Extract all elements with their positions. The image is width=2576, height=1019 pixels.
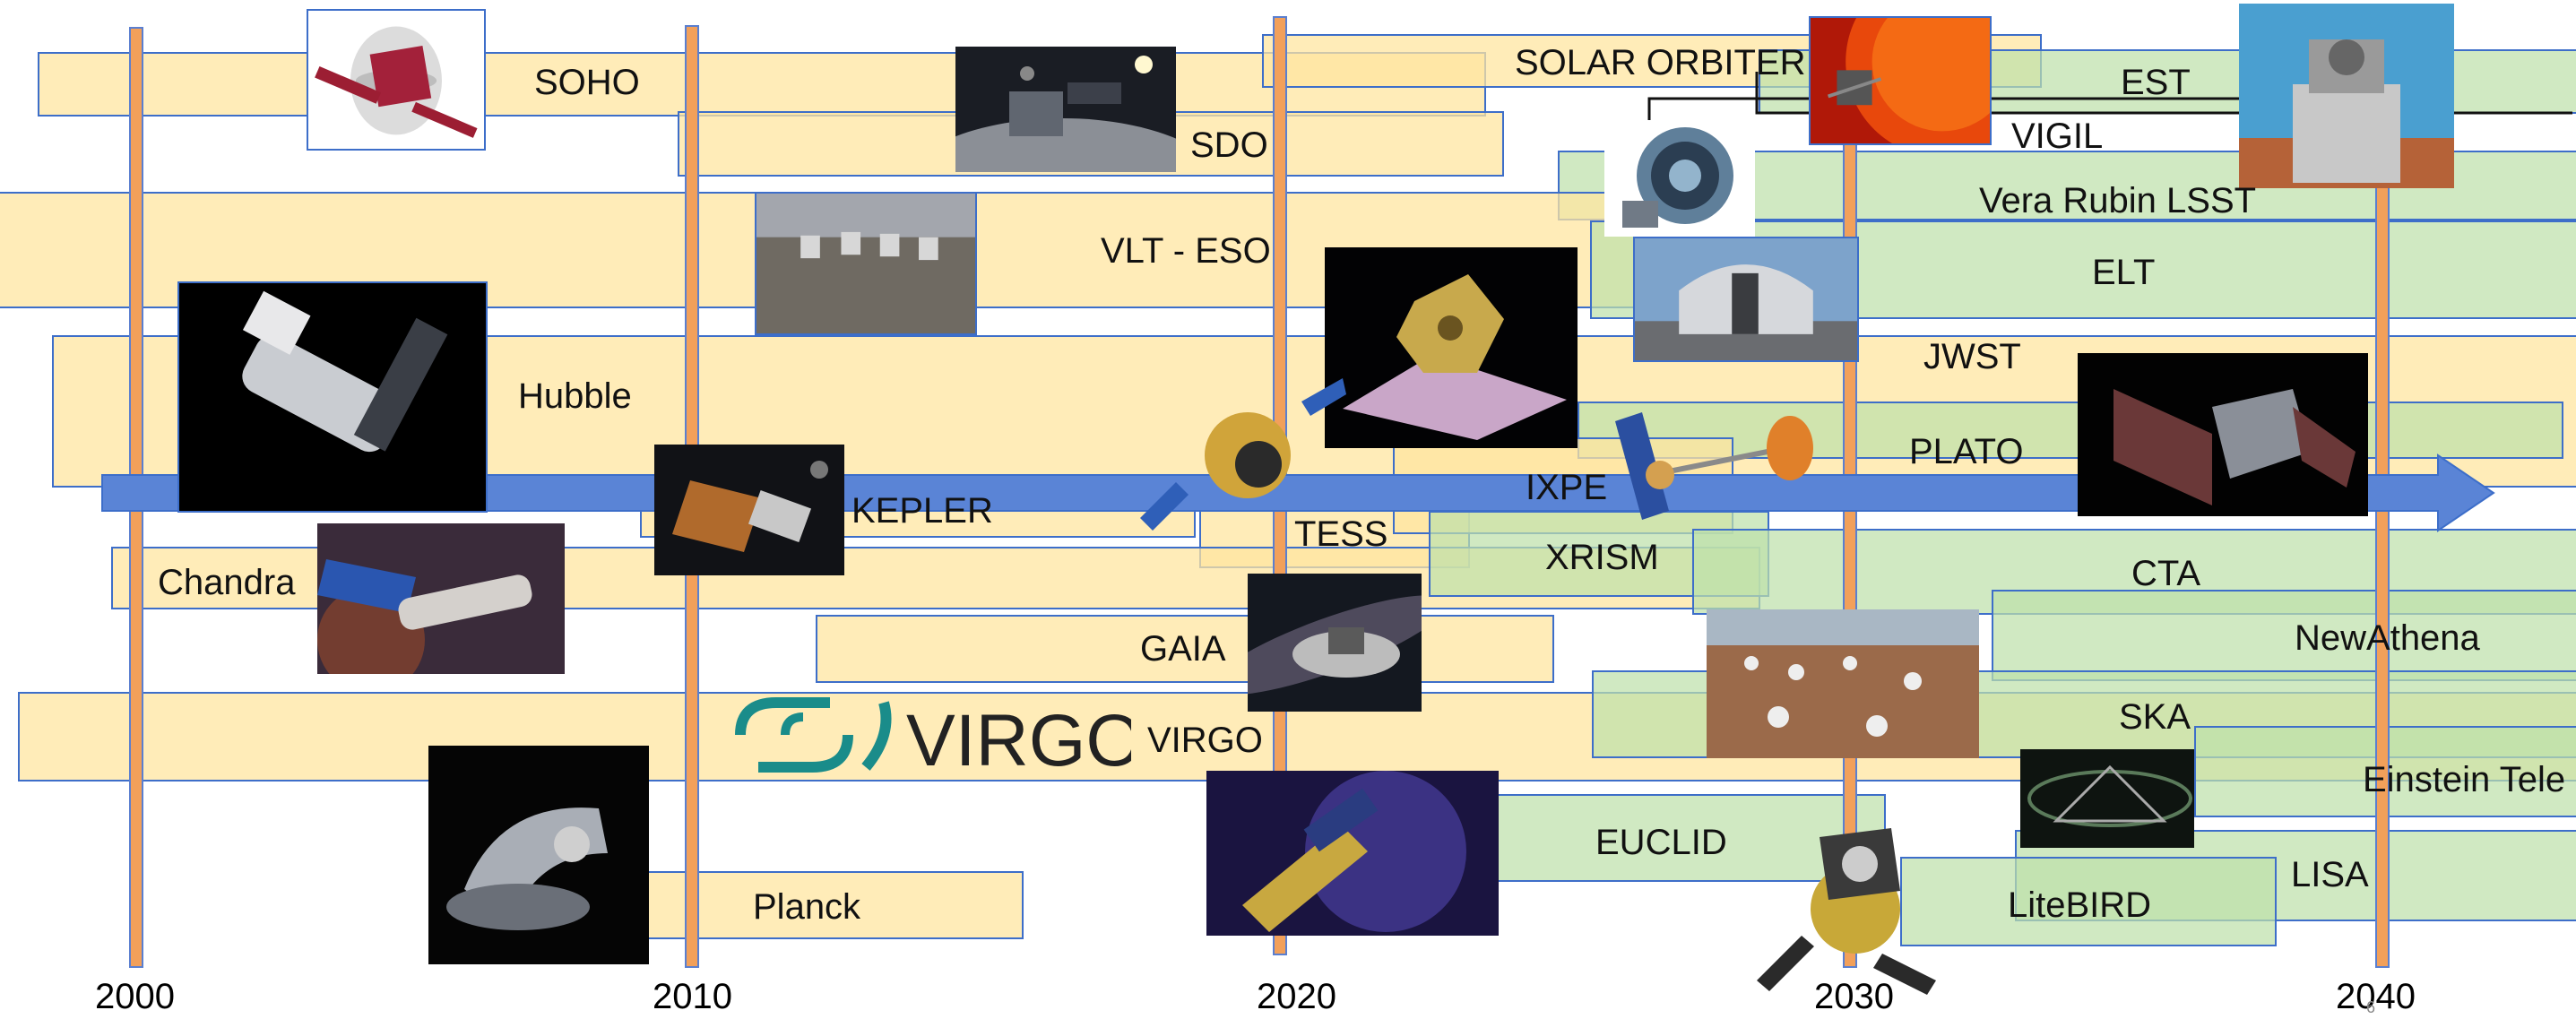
- sdo-image: [955, 47, 1176, 172]
- vera-rubin-image: [1604, 120, 1755, 237]
- euclid-image: [1206, 771, 1499, 936]
- xrism-label: XRISM: [1545, 538, 1659, 577]
- euclid-label: EUCLID: [1595, 823, 1727, 862]
- newathena-bar: [1992, 590, 2576, 681]
- litebird-bar: [1900, 857, 2277, 946]
- plato-image: [2078, 353, 2368, 516]
- virgo-label: VIRGO: [1147, 721, 1263, 760]
- year-label-2030: 2030: [1814, 977, 1894, 1016]
- year-label-2010: 2010: [653, 977, 732, 1016]
- year-line-2040: [2375, 170, 2390, 968]
- kepler-image: [654, 445, 844, 575]
- vera-rubin-label: Vera Rubin LSST: [1979, 181, 2257, 220]
- gaia-label: GAIA: [1140, 629, 1226, 669]
- lisa-label: LISA: [2291, 855, 2369, 894]
- ska-image: [1707, 609, 1979, 758]
- soho-label: SOHO: [534, 63, 640, 102]
- planck-bar: [647, 871, 1024, 939]
- plato-label: PLATO: [1909, 432, 2024, 471]
- ixpe-image: [1606, 412, 1821, 529]
- tess-image: [1131, 375, 1350, 534]
- timeline-arrow: [101, 453, 2495, 532]
- hubble-label: Hubble: [518, 376, 632, 416]
- gaia-bar: [816, 615, 1554, 683]
- year-label-2040: 2040: [2336, 977, 2416, 1016]
- newathena-label: NewAthena: [2295, 618, 2480, 658]
- jwst-label: JWST: [1923, 337, 2021, 376]
- vlt-image: [755, 192, 977, 335]
- elt-label: ELT: [2092, 253, 2156, 292]
- plato-bar: [1578, 402, 2563, 459]
- virgo-logo: VIRGO: [731, 690, 1131, 780]
- soho-image: [307, 9, 486, 151]
- planck-label: Planck: [753, 887, 861, 927]
- planck-image: [428, 746, 649, 964]
- solar-orbiter-image: [1809, 16, 1992, 145]
- est-image: [2239, 4, 2454, 188]
- chandra-label: Chandra: [158, 563, 296, 602]
- vlt-label: VLT - ESO: [1101, 231, 1271, 271]
- einstein-telescope-label: Einstein Tele: [2363, 760, 2566, 799]
- ska-label: SKA: [2119, 697, 2191, 737]
- cta-label: CTA: [2131, 554, 2201, 593]
- virgo-logo-text: VIRGO: [906, 700, 1131, 780]
- est-label: EST: [2121, 63, 2191, 102]
- jwst-image: [1325, 247, 1578, 448]
- ixpe-label: IXPE: [1526, 468, 1608, 507]
- einstein-telescope-image: [2020, 749, 2194, 848]
- chandra-image: [317, 523, 565, 674]
- elt-image: [1633, 237, 1859, 362]
- year-label-2020: 2020: [1257, 977, 1336, 1016]
- kepler-label: KEPLER: [851, 491, 993, 531]
- gaia-image: [1248, 574, 1422, 712]
- page-number: 6: [2366, 998, 2376, 1016]
- litebird-label: LiteBIRD: [2008, 885, 2152, 925]
- tess-label: TESS: [1294, 514, 1388, 554]
- soho-bar: [38, 52, 1486, 117]
- hubble-image: [177, 281, 488, 513]
- solar-orbiter-label: SOLAR ORBITER: [1515, 43, 1806, 82]
- sdo-label: SDO: [1190, 125, 1268, 165]
- year-label-2000: 2000: [95, 977, 175, 1016]
- vigil-label: VIGIL: [2011, 117, 2104, 156]
- litebird-image: [1748, 810, 1949, 998]
